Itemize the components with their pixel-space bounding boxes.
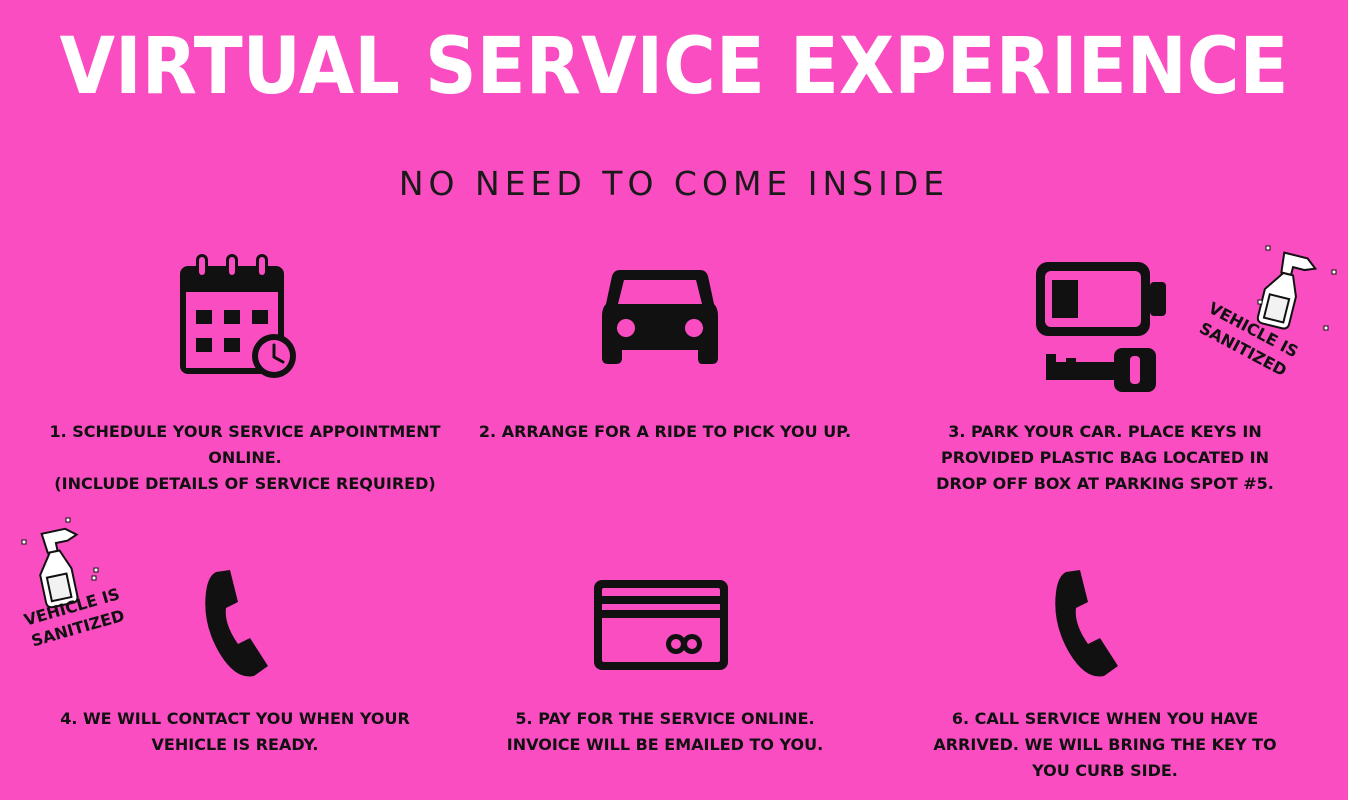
step-5-text: 5. PAY FOR THE SERVICE ONLINE. INVOICE W… [460, 706, 870, 758]
step-4-text: 4. WE WILL CONTACT YOU WHEN YOUR VEHICLE… [30, 706, 440, 758]
spray-bottle-icon [1256, 245, 1337, 331]
step-text-line: PROVIDED PLASTIC BAG LOCATED IN [940, 448, 1270, 467]
step-text-line: 2. ARRANGE FOR A RIDE TO PICK YOU UP. [478, 422, 852, 441]
step-text-line: ARRIVED. WE WILL BRING THE KEY TO [933, 735, 1277, 754]
car-icon [602, 270, 718, 364]
step-text-line: YOU CURB SIDE. [1032, 761, 1178, 780]
step-1-text: 1. SCHEDULE YOUR SERVICE APPOINTMENT ONL… [30, 419, 460, 497]
battery-key-icon [1036, 262, 1166, 392]
step-text-line: 3. PARK YOUR CAR. PLACE KEYS IN [948, 422, 1262, 441]
sanitized-sticker: VEHICLE IS SANITIZED [1194, 236, 1342, 396]
step-2-text: 2. ARRANGE FOR A RIDE TO PICK YOU UP. [460, 419, 870, 445]
step-6-text: 6. CALL SERVICE WHEN YOU HAVE ARRIVED. W… [900, 706, 1310, 784]
sanitized-sticker: VEHICLE IS SANITIZED [4, 512, 144, 672]
phone-icon [205, 570, 268, 677]
step-text-line: ONLINE. [208, 448, 282, 467]
step-text-line: 6. CALL SERVICE WHEN YOU HAVE [951, 709, 1259, 728]
page-title: VIRTUAL SERVICE EXPERIENCE [59, 22, 1289, 112]
step-3-text: 3. PARK YOUR CAR. PLACE KEYS IN PROVIDED… [900, 419, 1310, 497]
step-text-line: INVOICE WILL BE EMAILED TO YOU. [506, 735, 824, 754]
step-text-line: DROP OFF BOX AT PARKING SPOT #5. [936, 474, 1274, 493]
spray-bottle-icon [21, 517, 99, 609]
step-text-line: 1. SCHEDULE YOUR SERVICE APPOINTMENT [49, 422, 441, 441]
phone-icon [1055, 570, 1118, 677]
step-text-line: VEHICLE IS READY. [151, 735, 319, 754]
step-text-line: 4. WE WILL CONTACT YOU WHEN YOUR [60, 709, 410, 728]
step-text-line: (INCLUDE DETAILS OF SERVICE REQUIRED) [54, 474, 436, 493]
page-subtitle: NO NEED TO COME INSIDE [398, 164, 950, 203]
step-text-line: 5. PAY FOR THE SERVICE ONLINE. [515, 709, 815, 728]
calendar-clock-icon [180, 254, 296, 378]
credit-card-icon [594, 580, 728, 670]
